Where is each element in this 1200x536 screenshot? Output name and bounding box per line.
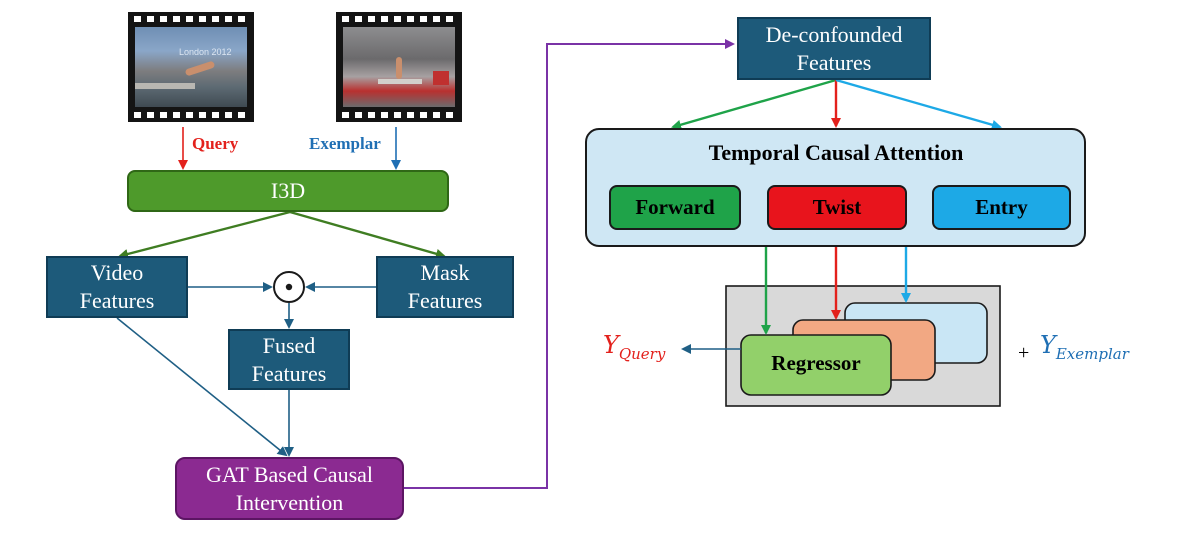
forward-branch: Forward [609,185,741,230]
arrow-video-to-gat [116,317,288,457]
twist-branch: Twist [767,185,907,230]
y-exemplar-output: YExemplar [1040,331,1129,363]
deconfounded-features-node: De-confounded Features [737,17,931,80]
exemplar-label: Exemplar [309,134,381,153]
y-query-output: YQuery [603,331,665,363]
deconfounded-line2: Features [796,49,872,75]
i3d-node: I3D [127,170,449,212]
query-label: Query [192,134,239,153]
gat-line2: Intervention [235,489,344,515]
arrow-i3d-to-mask [289,210,446,259]
film-strip-icon [336,12,462,122]
video-features-line1: Video [90,260,144,285]
tca-title: Temporal Causal Attention [708,140,964,165]
mask-features-line2: Features [407,288,483,313]
arrow-gat-to-deconfounded [404,39,735,489]
arrow-deconf-to-forward [671,78,837,130]
gat-causal-intervention-node: GAT Based Causal Intervention [175,457,404,520]
deconfounded-line1: De-confounded [765,21,903,47]
fused-features-line1: Fused [262,332,316,358]
plus-sign: + [1018,342,1030,364]
film-strip-icon: London 2012 [128,12,254,122]
regressor-forward-card [740,334,892,396]
mask-features-node: Mask Features [376,256,514,318]
fused-features-node: Fused Features [228,329,350,390]
entry-branch: Entry [932,185,1071,230]
y-exemplar-sub: Exemplar [1055,344,1129,363]
fused-features-line2: Features [251,360,327,386]
y-query-sub: Query [618,344,666,363]
y-query-main: Y [603,331,619,359]
arrow-deconf-to-entry [835,78,1002,130]
regressor-label: Regressor [771,351,861,375]
gat-line1: GAT Based Causal [205,461,374,487]
arrow-i3d-to-video [118,210,291,259]
video-features-line2: Features [79,288,155,313]
mask-features-line1: Mask [420,260,470,285]
y-exemplar-main: Y [1040,331,1056,359]
video-features-node: Video Features [46,256,188,318]
